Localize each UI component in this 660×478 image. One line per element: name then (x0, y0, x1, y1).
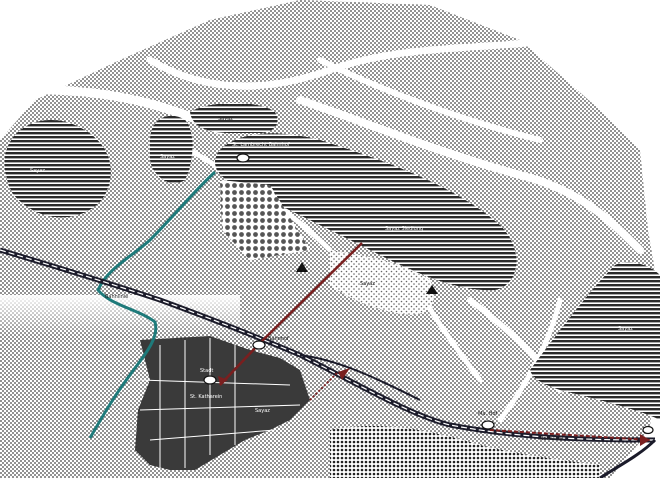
river (88, 170, 217, 439)
field-east (530, 262, 660, 420)
arrow-icon (338, 368, 350, 380)
rail-branch (299, 354, 421, 401)
station-marker-icon (236, 153, 250, 163)
label-railway: Bahnlinie (105, 294, 128, 300)
station-marker-icon (252, 340, 266, 350)
field-long (215, 133, 517, 291)
label-station-center: Bahnhof (268, 336, 289, 342)
label-village: St. Katharein (190, 394, 222, 400)
station-marker-icon (642, 425, 654, 435)
label-lake-left: Sayaz (30, 168, 45, 174)
dark-dotted-area (330, 425, 600, 478)
label-station-east: Ma. Hof (478, 411, 497, 417)
arrow-icon (640, 434, 650, 446)
label-field-long: Sayaz Siedlung (385, 226, 423, 232)
label-rail-curve: Bahnlinie (540, 436, 563, 442)
label-lake-mid: Sayaz (160, 154, 175, 160)
label-field-mid: Sayaz (360, 281, 375, 287)
station-marker-icon (203, 375, 217, 385)
label-station-north: St. Lambrecht Bahnhof (232, 142, 290, 148)
lake-left (4, 120, 111, 218)
town-block (135, 336, 310, 470)
label-district: Sayaz (255, 408, 270, 414)
field-top-oval (190, 103, 278, 133)
label-east-area: Sayaz (618, 326, 633, 332)
station-marker-icon (481, 420, 495, 430)
rail-curve (599, 438, 657, 478)
dotted-patch (220, 180, 310, 260)
field-small (150, 115, 193, 184)
arrow-icon (218, 376, 228, 385)
label-town: Stadt (200, 368, 213, 374)
light-patch (330, 250, 434, 315)
peak-icon (296, 262, 308, 272)
peak-icon (426, 285, 438, 294)
label-area-top: Sayaz (218, 116, 233, 122)
